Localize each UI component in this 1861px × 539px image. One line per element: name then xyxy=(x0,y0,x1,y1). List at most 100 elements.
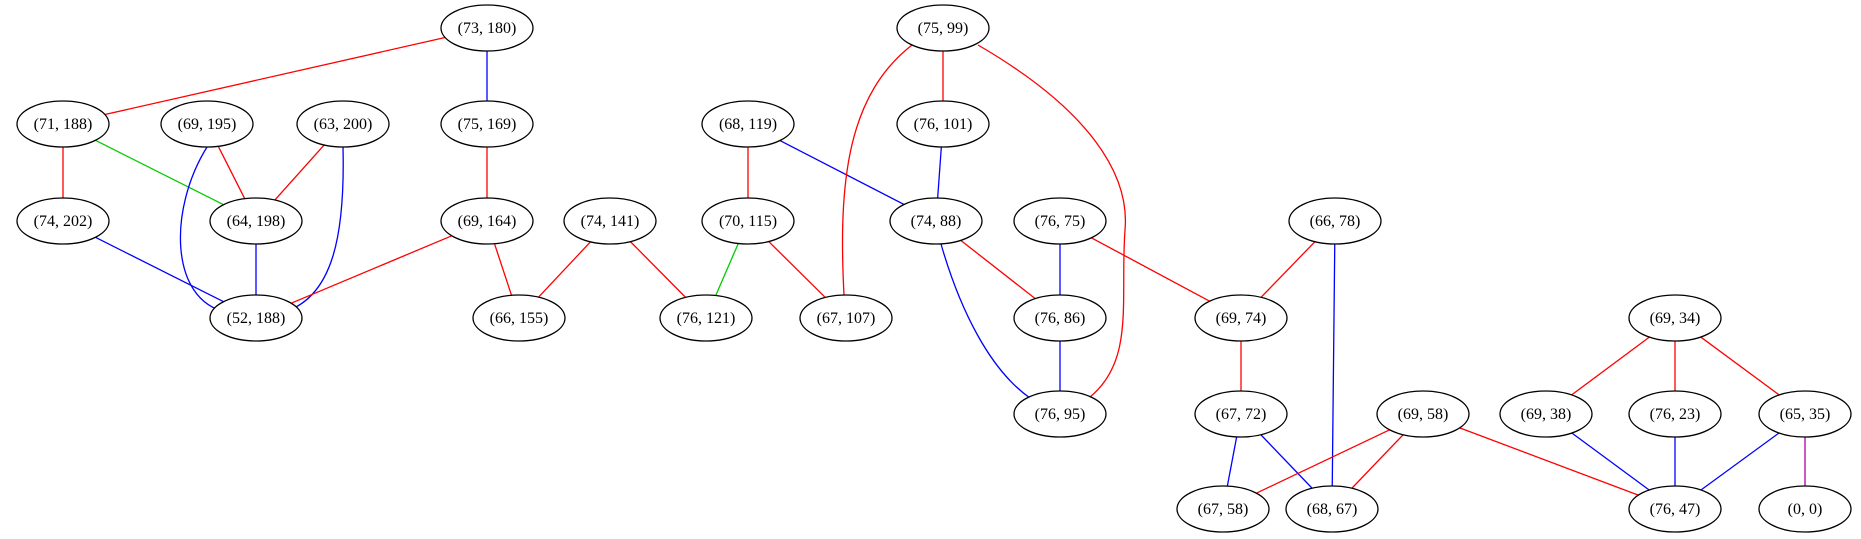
node-label: (75, 169) xyxy=(458,116,517,133)
graph-node: (67, 107) xyxy=(799,294,893,342)
edge-n11-n17 xyxy=(290,235,453,304)
node-label: (52, 188) xyxy=(227,310,286,327)
edge-n8-n14 xyxy=(937,146,942,199)
edge-n7-n14 xyxy=(779,139,905,206)
graph-node: (66, 78) xyxy=(1288,197,1382,245)
node-ellipse xyxy=(440,4,534,52)
node-ellipse xyxy=(1194,294,1288,342)
edge-n2-n20 xyxy=(841,44,913,296)
graph-node: (69, 74) xyxy=(1194,294,1288,342)
node-ellipse xyxy=(1288,197,1382,245)
node-label: (76, 75) xyxy=(1035,213,1086,230)
edge-n23-n29 xyxy=(1700,336,1780,396)
graph-node: (74, 88) xyxy=(889,197,983,245)
node-label: (76, 101) xyxy=(914,116,973,133)
graph-node: (0, 0) xyxy=(1758,485,1852,533)
node-label: (67, 72) xyxy=(1216,406,1267,423)
node-ellipse xyxy=(896,4,990,52)
graph-node: (76, 23) xyxy=(1628,390,1722,438)
node-ellipse xyxy=(296,100,390,148)
node-label: (66, 155) xyxy=(490,310,549,327)
edge-n12-n19 xyxy=(629,241,687,298)
node-ellipse xyxy=(472,294,566,342)
graph-node: (76, 95) xyxy=(1013,390,1107,438)
edge-n15-n22 xyxy=(1091,237,1210,302)
edge-n26-n30 xyxy=(1256,429,1390,494)
node-ellipse xyxy=(1013,390,1107,438)
node-label: (69, 195) xyxy=(178,116,237,133)
node-label: (71, 188) xyxy=(34,116,93,133)
edge-n23-n27 xyxy=(1571,336,1650,396)
node-ellipse xyxy=(1499,390,1593,438)
edge-n26-n32 xyxy=(1459,427,1639,496)
edge-n26-n31 xyxy=(1351,434,1404,489)
node-label: (69, 34) xyxy=(1650,310,1701,327)
graph-node: (68, 67) xyxy=(1285,485,1379,533)
node-ellipse xyxy=(1628,294,1722,342)
edge-n25-n30 xyxy=(1226,436,1238,487)
graph-node: (73, 180) xyxy=(440,4,534,52)
edge-n29-n32 xyxy=(1700,432,1780,491)
node-label: (74, 202) xyxy=(34,213,93,230)
node-label: (76, 23) xyxy=(1650,406,1701,423)
node-ellipse xyxy=(440,197,534,245)
edge-n12-n18 xyxy=(538,241,591,298)
node-label: (74, 88) xyxy=(911,213,962,230)
graph-node: (69, 58) xyxy=(1376,390,1470,438)
node-label: (67, 107) xyxy=(817,310,876,327)
node-ellipse xyxy=(701,197,795,245)
graph-node: (76, 121) xyxy=(659,294,753,342)
node-ellipse xyxy=(1013,294,1107,342)
node-ellipse xyxy=(896,100,990,148)
graph-node: (76, 75) xyxy=(1013,197,1107,245)
node-ellipse xyxy=(563,197,657,245)
node-ellipse xyxy=(1285,485,1379,533)
node-label: (0, 0) xyxy=(1788,501,1823,518)
graph-node: (75, 169) xyxy=(440,100,534,148)
graph-node: (65, 35) xyxy=(1758,390,1852,438)
node-label: (63, 200) xyxy=(314,116,373,133)
graph-node: (69, 164) xyxy=(440,197,534,245)
graph-node: (63, 200) xyxy=(296,100,390,148)
edge-n13-n19 xyxy=(715,243,739,296)
graph-node: (76, 86) xyxy=(1013,294,1107,342)
edge-n2-n24 xyxy=(977,44,1127,398)
edge-layer xyxy=(62,36,1806,496)
edge-n16-n22 xyxy=(1260,241,1316,298)
edge-n3-n10 xyxy=(95,139,224,206)
graph-node: (64, 198) xyxy=(209,197,303,245)
node-label: (75, 99) xyxy=(918,20,969,37)
node-ellipse xyxy=(1176,485,1270,533)
node-label: (69, 38) xyxy=(1521,406,1572,423)
node-label: (67, 58) xyxy=(1198,501,1249,518)
edge-n25-n31 xyxy=(1260,434,1313,489)
node-ellipse xyxy=(1376,390,1470,438)
node-ellipse xyxy=(1628,390,1722,438)
node-label: (69, 58) xyxy=(1398,406,1449,423)
graph-node: (69, 195) xyxy=(160,100,254,148)
node-label: (69, 164) xyxy=(458,213,517,230)
node-ellipse xyxy=(701,100,795,148)
graph-node: (69, 34) xyxy=(1628,294,1722,342)
node-label: (74, 141) xyxy=(581,213,640,230)
edge-n14-n21 xyxy=(960,239,1036,300)
node-ellipse xyxy=(799,294,893,342)
node-label: (68, 119) xyxy=(719,116,777,133)
node-label: (76, 47) xyxy=(1650,501,1701,518)
node-ellipse xyxy=(1758,485,1852,533)
edge-n11-n18 xyxy=(493,243,513,296)
graph-node: (74, 141) xyxy=(563,197,657,245)
node-label: (66, 78) xyxy=(1310,213,1361,230)
node-label: (64, 198) xyxy=(227,213,286,230)
graph-node: (66, 155) xyxy=(472,294,566,342)
node-ellipse xyxy=(1194,390,1288,438)
node-label: (73, 180) xyxy=(458,20,517,37)
edge-n1-n3 xyxy=(104,36,446,116)
node-ellipse xyxy=(1013,197,1107,245)
node-ellipse xyxy=(889,197,983,245)
node-label: (76, 86) xyxy=(1035,310,1086,327)
edge-n27-n32 xyxy=(1571,432,1650,491)
graph-node: (74, 202) xyxy=(16,197,110,245)
graph-node: (68, 119) xyxy=(701,100,795,148)
